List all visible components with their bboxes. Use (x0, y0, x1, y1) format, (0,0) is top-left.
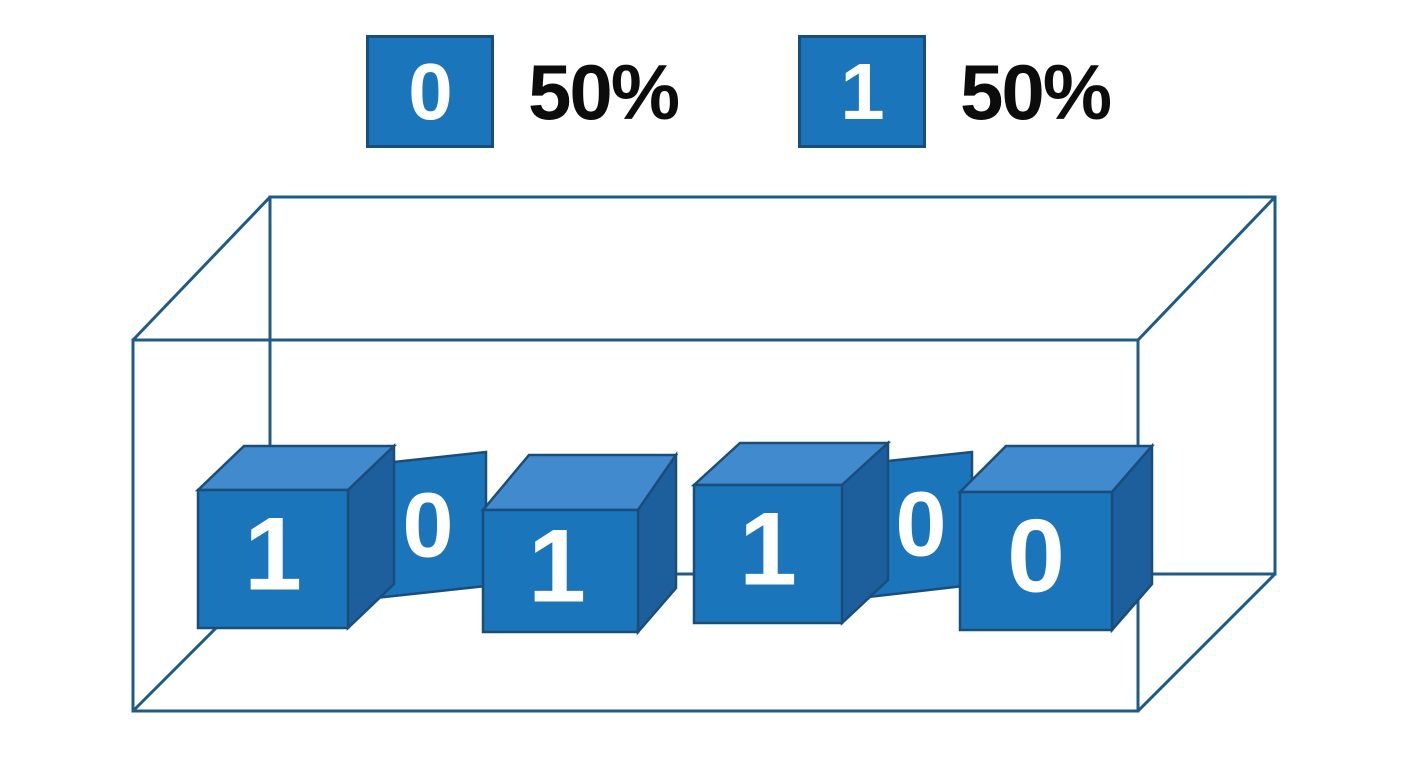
block-3-front-face (481, 508, 640, 634)
block-1-cube: 1 (194, 443, 398, 631)
legend-entry-0: 0 50% (366, 35, 680, 148)
block-4-front-face (692, 483, 844, 625)
block-3-cube: 1 (480, 450, 679, 636)
block-4-digit: 1 (739, 491, 797, 607)
block-5-digit: 0 (895, 473, 946, 575)
block-1-front-face (196, 488, 350, 630)
box-edge-top-left (131, 195, 272, 342)
block-1-digit: 1 (244, 496, 302, 612)
block-group-cubes-front: 1 0 (480, 442, 1155, 636)
legend-percent-1: 50% (960, 47, 1112, 136)
block-6-digit: 0 (1007, 498, 1065, 614)
legend-entry-1: 1 50% (798, 35, 1112, 148)
legend-swatch-1: 1 (798, 35, 926, 148)
box-edge-bottom-right (1136, 572, 1277, 713)
legend: 0 50% 1 50% (0, 0, 1408, 170)
block-3-digit: 1 (528, 508, 586, 624)
block-2-digit: 0 (402, 474, 453, 576)
box-edge-top-right (1136, 195, 1277, 342)
block-4-cube: 1 (690, 440, 892, 626)
legend-swatch-0: 0 (366, 35, 494, 148)
legend-percent-0: 50% (528, 47, 680, 136)
block-group-cubes-back: 1 1 (194, 440, 892, 631)
block-6-cube: 0 (956, 442, 1155, 634)
block-6-front-face (958, 490, 1114, 632)
